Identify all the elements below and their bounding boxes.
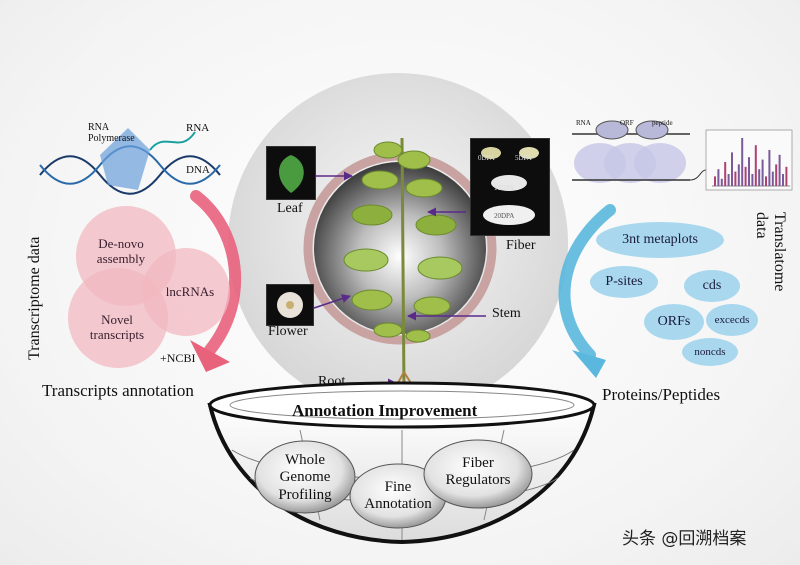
diagram-rna-label: RNA [576,119,591,127]
translation-diagram [572,120,707,183]
ncbi-label: +NCBI [160,351,196,365]
bubble-excds [706,304,758,336]
root-label: Root [318,374,346,389]
bubble-cds [684,270,740,302]
orfs-label: ORFs [657,314,691,329]
fiber-thumbnail [470,138,550,236]
diagram-orf-label: ORF [620,119,634,127]
profile-bar [754,145,757,186]
leaf-icon [279,155,304,193]
fiber-label: Fiber [506,238,536,253]
translatome-title: Translatome data [753,212,788,292]
inner-circle [314,162,486,334]
fiber-stage-0: 0DPA [478,154,495,162]
venn-novel-label: Novel transcripts [89,312,145,342]
annotation-improvement-title: Annotation Improvement [292,401,478,420]
profile-bar [765,176,767,186]
leaf-thumbnail [266,146,316,200]
fiber-icon [481,147,539,225]
transcriptome-title: Transcriptome data [26,236,43,360]
fiber-stage-2: 10DPA [494,184,515,192]
profile-bar [741,138,744,186]
blue-curved-arrow [558,204,616,361]
psites-label: P-sites [605,274,643,289]
cds-label: cds [702,278,722,293]
profile-bar [731,152,733,186]
bubble-metaplots [596,222,724,258]
profile-bar [727,174,730,186]
fine-annotation-label: Fine Annotation [364,478,432,512]
profile-bar [724,162,727,186]
annotation-bowl [207,381,597,545]
profile-bar [771,171,774,186]
profile-bar [714,176,716,186]
dna-helix-icon [39,128,221,195]
flower-label: Flower [268,324,308,339]
leaf-label: Leaf [277,201,303,216]
profile-bar [734,171,737,186]
transcripts-annotation-title: Transcripts annotation [42,381,194,400]
noncds-label: noncds [694,346,726,358]
profile-bar [778,154,781,186]
venn-novel [68,268,168,368]
flower-thumbnail [266,284,314,326]
profile-bar [785,166,788,186]
dna-label: DNA [186,164,210,176]
profile-bar [748,157,750,186]
flower-icon [277,292,303,318]
fiber-stage-3: 20DPA [494,212,515,220]
profile-bar [720,178,723,186]
polymerase-label: RNA Polymerase [88,122,135,144]
stem-label: Stem [492,306,521,321]
whole-genome-label: Whole Genome Profiling [278,452,332,503]
metaplots-label: 3nt metaplots [622,232,698,247]
bubble-psites [590,266,658,298]
bubble-noncds [682,338,738,366]
venn-lncrnas-label: lncRNAs [165,283,215,299]
flower-arrow [313,294,351,309]
profile-bar [751,174,754,186]
diagram-peptide-label: peptide [652,119,673,127]
profile-bar [775,164,778,186]
proteins-peptides-title: Proteins/Peptides [602,385,721,404]
profile-bar [737,164,740,186]
rna-label: RNA [186,122,210,134]
excds-label: excecds [714,314,750,326]
profile-bar [768,150,771,186]
bubble-orfs [644,304,704,340]
ribosome-profile-plot [705,129,793,191]
profile-bar [761,159,764,186]
profile-bar [717,169,720,186]
watermark-text: 头条 @回溯档案 [622,529,747,549]
fiber-stage-1: 5DPA [515,154,532,162]
cotton-plant-icon [343,137,463,393]
profile-bar [758,169,761,186]
pink-curved-arrow [190,190,242,356]
fiber-regulators-label: Fiber Regulators [445,454,511,488]
profile-bar [782,174,784,186]
profile-bar [744,166,747,186]
venn-denovo-label: De-novo assembly [96,236,146,266]
